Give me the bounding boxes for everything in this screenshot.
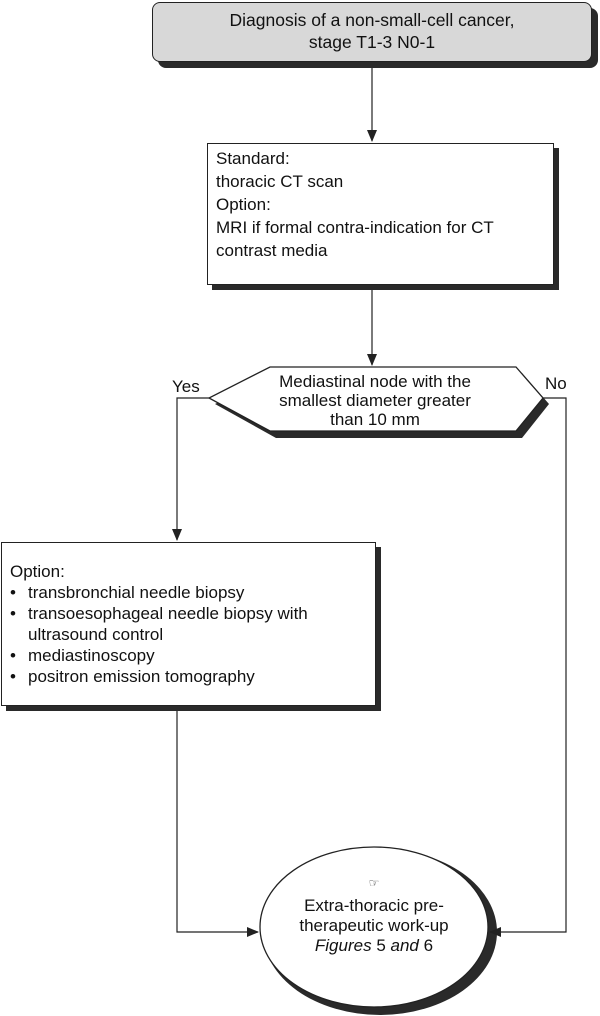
figures-reference[interactable]: Figures 5 and 6: [262, 936, 486, 956]
options-label: Option:: [10, 562, 65, 581]
end-line-1: Extra-thoracic pre-: [304, 896, 444, 915]
start-line-2: stage T1-3 N0-1: [308, 32, 436, 52]
arrow-no-branch: [489, 397, 567, 937]
decision-line-3: than 10 mm: [330, 410, 420, 429]
arrow-options-to-end: [176, 706, 259, 937]
arrow-yes-branch: [172, 397, 209, 541]
standard-box: Standard: thoracic CT scan Option: MRI i…: [207, 143, 554, 285]
list-item-line-1: transoesophageal needle biopsy with: [28, 604, 308, 623]
figures-word: Figures: [314, 936, 372, 955]
no-label: No: [545, 374, 567, 393]
decision-line-1: Mediastinal node with the: [279, 372, 471, 391]
and-word: and: [390, 936, 419, 955]
list-item: transbronchial needle biopsy: [10, 582, 375, 603]
standard-option-line-2: contrast media: [216, 241, 328, 260]
standard-item: thoracic CT scan: [216, 172, 344, 191]
options-box: Option: transbronchial needle biopsy tra…: [1, 542, 376, 706]
standard-option-line-1: MRI if formal contra-indication for CT: [216, 218, 494, 237]
figure-number-a: 5: [376, 936, 386, 955]
end-ellipse: [259, 846, 489, 1008]
standard-label: Standard:: [216, 149, 290, 168]
start-line-1: Diagnosis of a non-small-cell cancer,: [229, 10, 515, 30]
list-item: mediastinoscopy: [10, 645, 375, 666]
standard-option-label: Option:: [216, 195, 271, 214]
end-text: ☞ Extra-thoracic pre- therapeutic work-u…: [262, 876, 486, 956]
pointing-hand-icon: ☞: [368, 876, 380, 890]
list-item-line-2: ultrasound control: [28, 625, 164, 644]
decision-text: Mediastinal node with the smallest diame…: [236, 372, 514, 429]
start-box: Diagnosis of a non-small-cell cancer, st…: [152, 2, 592, 62]
yes-label: Yes: [172, 377, 200, 396]
list-item: transoesophageal needle biopsy with ultr…: [10, 603, 375, 645]
list-item: positron emission tomography: [10, 666, 375, 687]
figure-number-b: 6: [423, 936, 434, 955]
end-line-2: therapeutic work-up: [299, 916, 449, 935]
decision-line-2: smallest diameter greater: [279, 391, 471, 410]
